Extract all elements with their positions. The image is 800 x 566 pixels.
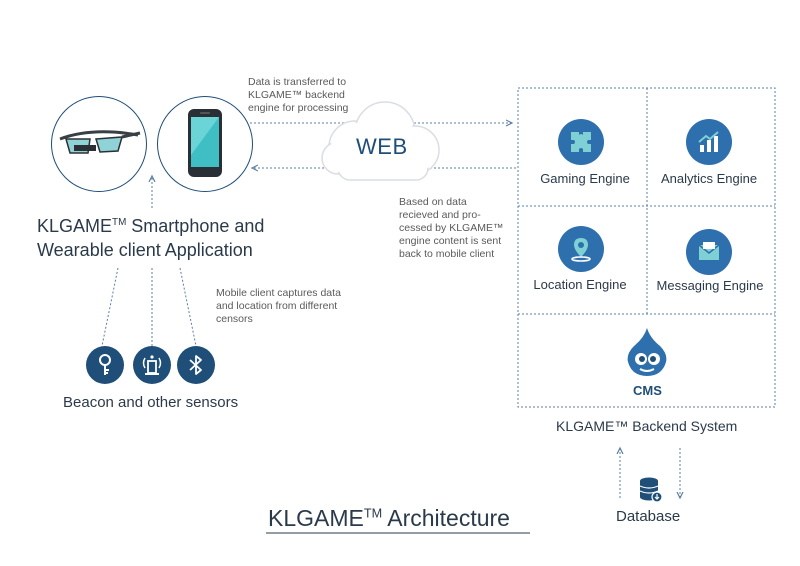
sensor-line-3 bbox=[179, 267, 197, 347]
transfer-note-line: engine for processing bbox=[248, 102, 349, 114]
based-note-line: cessed by KLGAME™ bbox=[399, 222, 504, 234]
glasses-circle bbox=[51, 96, 147, 192]
database-label: Database bbox=[616, 508, 681, 525]
based-note-line: engine content is sent bbox=[399, 235, 502, 247]
analytics-engine-disc bbox=[686, 119, 732, 165]
title-suffix: Architecture bbox=[382, 505, 510, 531]
database-icon bbox=[639, 477, 663, 503]
bluetooth-disc bbox=[177, 346, 215, 384]
signal-beacon-disc bbox=[133, 346, 171, 384]
location-pin-icon bbox=[571, 238, 591, 262]
sensor-line-1 bbox=[101, 267, 119, 347]
transfer-note: Data is transferred to KLGAME™ backend e… bbox=[248, 76, 348, 115]
cms-label: CMS bbox=[633, 383, 662, 398]
signal-tower-icon bbox=[142, 355, 162, 375]
web-cloud-icon bbox=[321, 101, 440, 181]
messaging-engine-label: Messaging Engine bbox=[656, 278, 764, 293]
location-engine-disc bbox=[558, 226, 604, 272]
based-on-data-note: Based on data recieved and pro- cessed b… bbox=[399, 196, 503, 261]
messaging-engine-disc bbox=[686, 229, 732, 275]
gaming-engine-disc bbox=[558, 119, 604, 165]
analytics-engine-label: Analytics Engine bbox=[660, 171, 758, 186]
bluetooth-icon bbox=[189, 355, 202, 375]
client-title-tm: TM bbox=[112, 217, 127, 228]
backend-system-label: KLGAME™ Backend System bbox=[556, 418, 738, 434]
based-note-line: back to mobile client bbox=[399, 248, 495, 260]
title-tm: TM bbox=[363, 506, 383, 521]
key-beacon-disc bbox=[86, 346, 124, 384]
client-app-title: KLGAMETM Smartphone and Wearable client … bbox=[37, 214, 264, 262]
key-icon bbox=[99, 354, 111, 375]
mobile-note-line: censors bbox=[216, 313, 253, 325]
web-label: WEB bbox=[356, 134, 408, 159]
client-title-suffix: Smartphone and bbox=[126, 216, 265, 236]
page-title: KLGAMETM Architecture bbox=[268, 505, 510, 532]
smartphone-icon bbox=[188, 109, 222, 177]
client-title-line2: Wearable client Application bbox=[37, 240, 253, 260]
title-prefix: KLGAME bbox=[268, 505, 364, 531]
based-note-line: Based on data bbox=[399, 196, 467, 208]
phone-circle bbox=[157, 96, 253, 192]
gaming-engine-label: Gaming Engine bbox=[540, 171, 630, 186]
client-title-prefix: KLGAME bbox=[37, 216, 113, 236]
transfer-note-line: KLGAME™ backend bbox=[248, 89, 345, 101]
location-engine-label: Location Engine bbox=[533, 277, 627, 292]
sensors-label: Beacon and other sensors bbox=[63, 394, 239, 411]
transfer-note-line: Data is transferred to bbox=[248, 76, 347, 88]
puzzle-icon bbox=[571, 132, 591, 152]
based-note-line: recieved and pro- bbox=[399, 209, 481, 221]
drupal-drop-icon bbox=[627, 328, 667, 376]
client-title-line1: KLGAMETM Smartphone and bbox=[37, 214, 264, 238]
mobile-note-line: Mobile client captures data bbox=[216, 287, 341, 299]
envelope-icon bbox=[698, 242, 720, 260]
mobile-client-note: Mobile client captures data and location… bbox=[216, 287, 341, 326]
bar-chart-icon bbox=[698, 131, 719, 152]
smart-glasses-icon bbox=[59, 130, 141, 154]
mobile-note-line: and location from different bbox=[216, 300, 338, 312]
